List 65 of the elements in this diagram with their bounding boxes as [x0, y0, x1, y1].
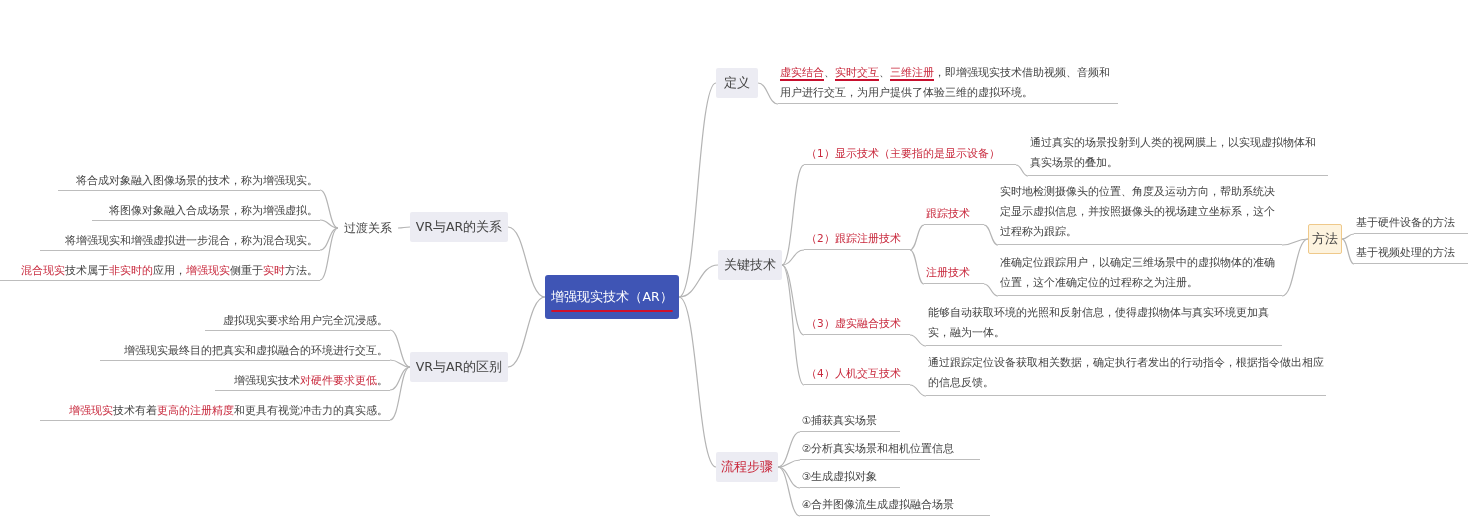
subtopic-text: 虚拟现实要求给用户完全沉浸感。 [205, 310, 390, 331]
connector-line [319, 219, 339, 229]
connector-line [319, 227, 339, 251]
subtopic-text: ②分析真实场景和相机位置信息 [800, 438, 980, 460]
subtopic-text: （4）人机交互技术 [804, 363, 910, 385]
topic-box: 流程步骤 [716, 452, 778, 482]
topic-box: VR与AR的区别 [410, 352, 508, 382]
subtopic-text: 通过跟踪定位设备获取相关数据，确定执行者发出的行动指令，根据指令做出相应的信息反馈。 [926, 352, 1326, 396]
connector-line [389, 366, 411, 391]
subtopic-text: 增强现实技术有着更高的注册精度和更具有视觉冲击力的真实感。 [40, 400, 390, 421]
subtopic-text: 基于硬件设备的方法 [1354, 212, 1468, 234]
connector-line [1341, 233, 1355, 240]
connector-line [909, 384, 927, 397]
subtopic-text: 将图像对象融入合成场景，称为增强虚拟。 [92, 200, 320, 221]
connector-line [389, 329, 411, 368]
connector-line [678, 296, 717, 468]
subtopic-text: 混合现实技术属于非实时的应用，增强现实侧重于实时方法。 [0, 260, 320, 281]
subtopic-text: 将合成对象融入图像场景的技术，称为增强现实。 [58, 170, 320, 191]
topic-box: 定义 [716, 68, 758, 98]
connector-line [777, 466, 801, 517]
connector-line [909, 334, 927, 347]
connector-line [1015, 164, 1029, 177]
subtopic-text: （1）显示技术（主要指的是显示设备） [804, 143, 1016, 165]
connector-line [389, 359, 411, 368]
subtopic-text: 通过真实的场景投射到人类的视网膜上，以实现虚拟物体和真实场景的叠加。 [1028, 132, 1328, 176]
subtopic-text: 虚实结合、实时交互、三维注册，即增强现实技术借助视频、音频和用户进行交互，为用户提供了体验三维的虚拟环境。 [778, 62, 1118, 104]
subtopic-text: 注册技术 [924, 262, 984, 284]
connector-line [777, 431, 801, 468]
central-topic-box: 增强现实技术（AR） [545, 275, 679, 319]
subtopic-text: ①捕获真实场景 [800, 410, 900, 432]
subtopic-text: 实时地检测摄像头的位置、角度及运动方向，帮助系统决定显示虚拟信息，并按照摄像头的视场建立坐标系，这个过程称为跟踪。 [998, 181, 1282, 245]
connector-line [319, 227, 339, 281]
connector-line [983, 283, 999, 297]
subtopic-text: 增强现实技术对硬件要求更低。 [215, 370, 390, 391]
subtopic-text: ④合并图像流生成虚拟融合场景 [800, 494, 990, 516]
connector-line [781, 264, 805, 386]
subtopic-text: （2）跟踪注册技术 [804, 228, 910, 250]
connector-line [757, 82, 779, 105]
connector-line [389, 366, 411, 421]
topic-box: 关键技术 [718, 250, 782, 280]
connector-line [507, 296, 546, 368]
connector-line [1281, 238, 1309, 297]
connector-line [909, 224, 925, 251]
connector-line [397, 226, 411, 229]
connector-line [781, 164, 805, 266]
subtopic-text: 准确定位跟踪用户，以确定三维场景中的虚拟物体的准确位置，这个准确定位的过程称之为注册。 [998, 252, 1282, 296]
connector-line [909, 249, 925, 285]
subtopic-text: 跟踪技术 [924, 203, 984, 225]
subtopic-text: （3）虚实融合技术 [804, 313, 910, 335]
connector-line [507, 226, 546, 298]
subtopic-text: ③生成虚拟对象 [800, 466, 900, 488]
connector-line [781, 249, 805, 266]
subtopic-text: 过渡关系 [338, 218, 398, 238]
subtopic-text: 将增强现实和增强虚拟进一步混合，称为混合现实。 [40, 230, 320, 251]
subtopic-text: 增强现实最终目的把真实和虚拟融合的环境进行交互。 [100, 340, 390, 361]
connector-line [777, 459, 801, 468]
subtopic-text: 基于视频处理的方法 [1354, 242, 1468, 264]
connector-line [983, 224, 999, 246]
connector-line [319, 189, 339, 229]
connector-line [678, 264, 719, 298]
connector-line [1341, 238, 1355, 265]
topic-box: VR与AR的关系 [410, 212, 508, 242]
subtopic-text: 能够自动获取环境的光照和反射信息，使得虚拟物体与真实环境更加真实，融为一体。 [926, 302, 1282, 346]
connector-line [678, 82, 717, 298]
topic-box: 方法 [1308, 224, 1342, 254]
